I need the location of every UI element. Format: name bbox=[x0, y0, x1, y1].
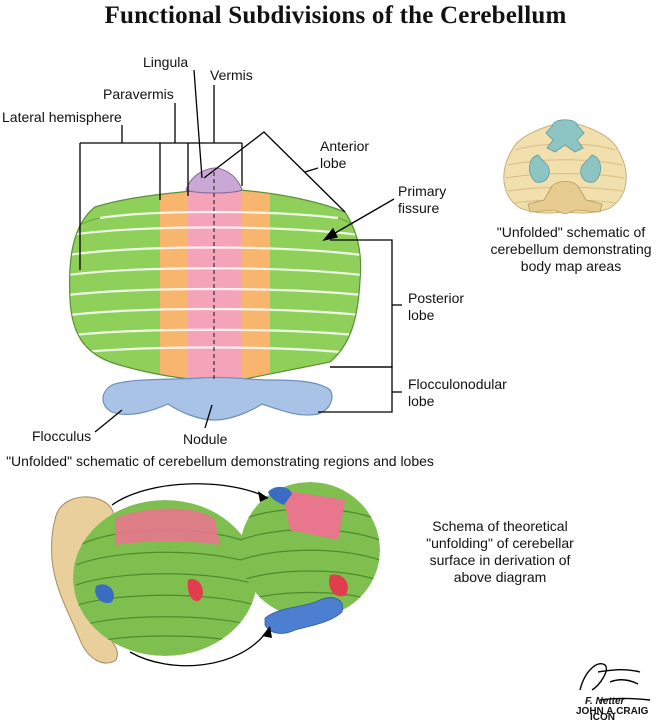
label-primary-fissure: Primary fissure bbox=[398, 183, 447, 216]
leader-lines bbox=[79, 69, 402, 433]
signature-artist: F. Netter bbox=[585, 696, 625, 707]
label-flocculus: Flocculus bbox=[32, 428, 92, 444]
signature-credit: JOHN A.CRAIG bbox=[576, 706, 649, 717]
label-lateral-hemisphere: Lateral hemisphere bbox=[2, 109, 122, 125]
flocculonodular-region bbox=[102, 376, 333, 421]
caption-main: "Unfolded" schematic of cerebellum demon… bbox=[6, 453, 434, 469]
unfolding-illustration bbox=[51, 482, 380, 667]
artist-signature bbox=[579, 663, 651, 701]
label-anterior-lobe: Anterior lobe bbox=[320, 138, 370, 171]
label-lingula: Lingula bbox=[143, 54, 189, 70]
label-nodule: Nodule bbox=[183, 431, 228, 447]
label-flocculonodular-lobe: Flocculonodular lobe bbox=[408, 376, 507, 409]
label-posterior-lobe: Posterior lobe bbox=[408, 290, 465, 323]
cerebellum-schematic bbox=[68, 167, 362, 421]
diagram-title: Functional Subdivisions of the Cerebellu… bbox=[104, 2, 567, 29]
body-map-schematic bbox=[503, 119, 627, 215]
signature-publisher: ICON bbox=[590, 712, 615, 723]
caption-body-map: "Unfolded" schematic of cerebellum demon… bbox=[490, 224, 652, 274]
label-paravermis: Paravermis bbox=[103, 86, 174, 102]
label-vermis: Vermis bbox=[210, 67, 253, 83]
folia-lines bbox=[69, 210, 361, 354]
vermis-region bbox=[188, 190, 242, 380]
caption-unfolding: Schema of theoretical "unfolding" of cer… bbox=[426, 518, 574, 585]
